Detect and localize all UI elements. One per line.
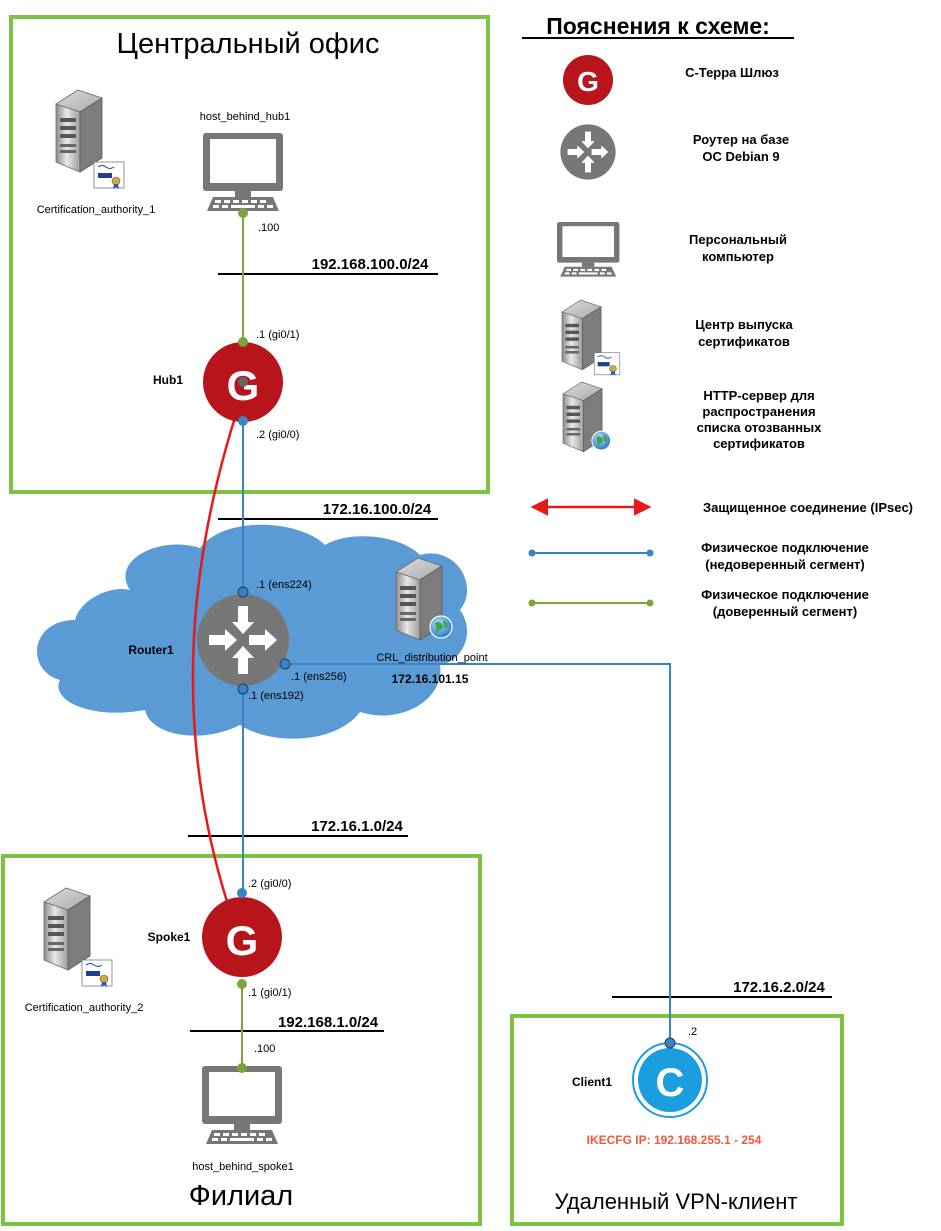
legend-ipsec-label: Защищенное соединение (IPsec)	[703, 500, 913, 515]
legend-http-line3: списка отозванных	[697, 420, 823, 435]
legend-ca-line1: Центр выпуска	[695, 317, 793, 332]
port-router-ens256: .1 (ens256)	[291, 671, 347, 683]
gateway-icon-spoke1: G	[202, 897, 282, 977]
server-icon-ca2	[43, 887, 113, 988]
pc-icon-host-hub	[203, 133, 283, 211]
port-dot-client	[664, 1037, 676, 1049]
port-spoke-gi01: .1 (gi0/1)	[248, 987, 291, 999]
link-router-client	[285, 663, 671, 1043]
label-client1: Client1	[572, 1075, 612, 1089]
label-crl: CRL_distribution_point	[376, 652, 487, 664]
port-host-spoke: .100	[254, 1043, 275, 1055]
legend-trusted-line2: (доверенный сегмент)	[713, 604, 857, 619]
legend-ca-icon	[561, 299, 621, 377]
port-dot-host-spoke	[237, 1063, 247, 1073]
legend-gateway-label: С-Терра Шлюз	[685, 65, 779, 80]
port-dot-spoke-gi01	[237, 979, 247, 989]
label-host-hub: host_behind_hub1	[200, 111, 291, 123]
legend-http-icon	[562, 381, 612, 453]
zone-title-central: Центральный офис	[117, 28, 380, 60]
port-dot-router-ens256	[279, 658, 291, 670]
router-icon-router1	[197, 594, 289, 686]
net-label-hub-wan: 172.16.100.0/24	[323, 501, 432, 518]
label-ca1: Certification_authority_1	[37, 204, 156, 216]
net-label-hub-lan: 192.168.100.0/24	[312, 256, 429, 273]
label-router1: Router1	[128, 643, 174, 657]
legend-gateway-glyph: G	[577, 66, 599, 97]
label-spoke1: Spoke1	[148, 930, 191, 944]
legend-untrusted-dot-right	[646, 549, 654, 557]
port-dot-hub-gi00	[238, 416, 248, 426]
client-glyph: C	[656, 1061, 685, 1105]
label-crl-ip: 172.16.101.15	[392, 672, 469, 686]
legend-title: Пояснения к схеме:	[546, 13, 770, 39]
legend-trusted-line1: Физическое подключение	[701, 587, 869, 602]
label-ca2: Certification_authority_2	[25, 1002, 144, 1014]
port-dot-router-ens192	[237, 683, 249, 695]
net-label-client: 172.16.2.0/24	[733, 979, 825, 996]
zone-title-branch: Филиал	[189, 1180, 293, 1212]
port-dot-router-ens224	[237, 586, 249, 598]
legend-router-line1: Роутер на базе	[693, 132, 789, 147]
net-label-spoke-lan: 192.168.1.0/24	[278, 1014, 379, 1031]
legend-ca-line2: сертификатов	[698, 334, 790, 349]
net-label-spoke-wan: 172.16.1.0/24	[311, 818, 403, 835]
legend-http-line1: HTTP-сервер для	[703, 388, 814, 403]
ikecfg-range: IKECFG IP: 192.168.255.1 - 254	[587, 1133, 762, 1147]
zone-remote-client	[510, 1014, 844, 1226]
server-icon-ca1	[55, 89, 125, 190]
legend-trusted-dot-right	[646, 599, 654, 607]
ipsec-tunnel	[191, 380, 250, 933]
port-dot-host-hub	[238, 208, 248, 218]
port-host-hub: .100	[258, 222, 279, 234]
legend-trusted-dot-left	[528, 599, 536, 607]
legend-untrusted-dot-left	[528, 549, 536, 557]
legend-untrusted-line1: Физическое подключение	[701, 540, 869, 555]
legend-http-line4: сертификатов	[713, 436, 805, 451]
port-router-ens192: .1 (ens192)	[248, 690, 304, 702]
label-host-spoke: host_behind_spoke1	[192, 1161, 294, 1173]
legend-router-icon	[560, 124, 616, 180]
port-hub-gi01: .1 (gi0/1)	[256, 329, 299, 341]
legend-untrusted-line2: (недоверенный сегмент)	[705, 557, 865, 572]
port-dot-hub-center	[238, 377, 248, 387]
port-spoke-gi00: .2 (gi0/0)	[248, 878, 291, 890]
legend-pc-line1: Персональный	[689, 232, 787, 247]
port-client: .2	[688, 1026, 697, 1038]
port-router-ens224: .1 (ens224)	[256, 579, 312, 591]
legend-gateway-icon: G	[563, 55, 613, 105]
zone-title-remote: Удаленный VPN-клиент	[555, 1189, 798, 1214]
pc-icon-host-spoke	[202, 1066, 282, 1144]
legend-http-line2: распространения	[702, 404, 815, 419]
client-icon-client1: C	[632, 1042, 708, 1118]
gateway-glyph-spoke1: G	[226, 917, 259, 964]
legend-pc-icon	[557, 222, 620, 277]
port-dot-spoke-gi00	[237, 888, 247, 898]
label-hub1: Hub1	[153, 373, 183, 387]
port-dot-hub-gi01	[238, 337, 248, 347]
legend-router-line2: ОС Debian 9	[702, 149, 779, 164]
port-hub-gi00: .2 (gi0/0)	[256, 429, 299, 441]
legend-pc-line2: компьютер	[702, 249, 774, 264]
